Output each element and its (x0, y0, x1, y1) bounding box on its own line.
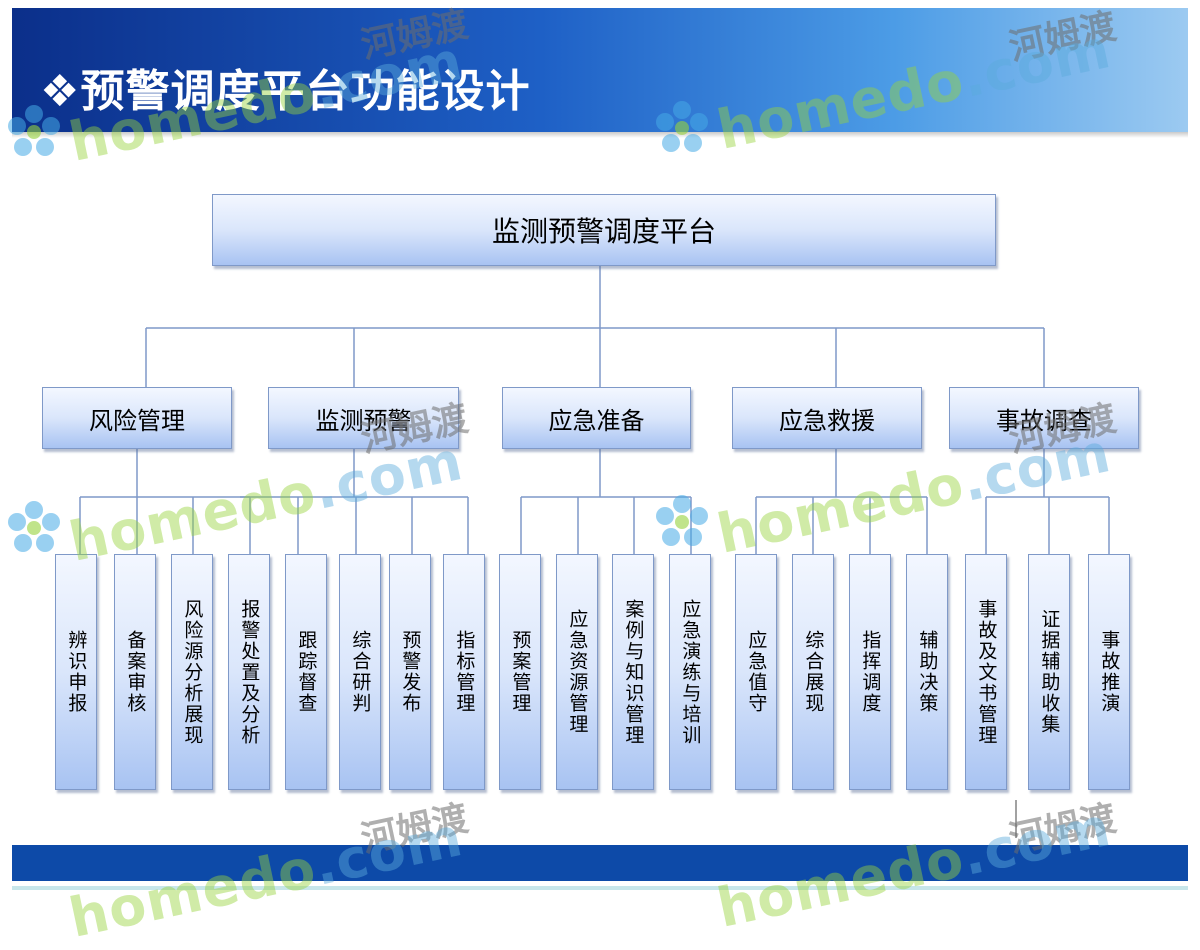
slide-title: ❖预警调度平台功能设计 (40, 66, 531, 117)
leaf-node: 辨识申报 (55, 554, 97, 790)
leaf-node: 预警发布 (389, 554, 431, 790)
leaf-node: 指标管理 (443, 554, 485, 790)
leaf-node: 应急演练与培训 (669, 554, 711, 790)
leaf-node: 应急资源管理 (556, 554, 598, 790)
leaf-node: 应急值守 (735, 554, 777, 790)
leaf-node: 综合展现 (792, 554, 834, 790)
flower-logo-icon (656, 101, 708, 152)
leaf-node: 事故推演 (1088, 554, 1130, 790)
footer-bar (12, 845, 1188, 881)
category-risk-management: 风险管理 (42, 387, 232, 449)
category-accident-investigation: 事故调查 (949, 387, 1139, 449)
root-node: 监测预警调度平台 (212, 194, 996, 266)
title-banner (12, 8, 1188, 132)
leaf-node: 风险源分析展现 (171, 554, 213, 790)
leaf-node: 报警处置及分析 (228, 554, 270, 790)
footer-accent-line (12, 886, 1188, 890)
connector-lines (79, 266, 1110, 838)
category-monitoring-warning: 监测预警 (268, 387, 459, 449)
leaf-node: 证据辅助收集 (1028, 554, 1070, 790)
leaf-node: 备案审核 (114, 554, 156, 790)
banner-shadow (12, 132, 1188, 138)
leaf-node: 综合研判 (339, 554, 381, 790)
leaf-node: 跟踪督查 (285, 554, 327, 790)
flower-logo-icon (8, 105, 60, 156)
flower-logo-icon (656, 495, 708, 546)
category-emergency-preparation: 应急准备 (502, 387, 691, 449)
leaf-node: 预案管理 (499, 554, 541, 790)
leaf-node: 辅助决策 (906, 554, 948, 790)
flower-logo-icon (8, 501, 60, 552)
leaf-node: 案例与知识管理 (612, 554, 654, 790)
leaf-node: 指挥调度 (849, 554, 891, 790)
category-emergency-rescue: 应急救援 (732, 387, 922, 449)
leaf-node: 事故及文书管理 (965, 554, 1007, 790)
